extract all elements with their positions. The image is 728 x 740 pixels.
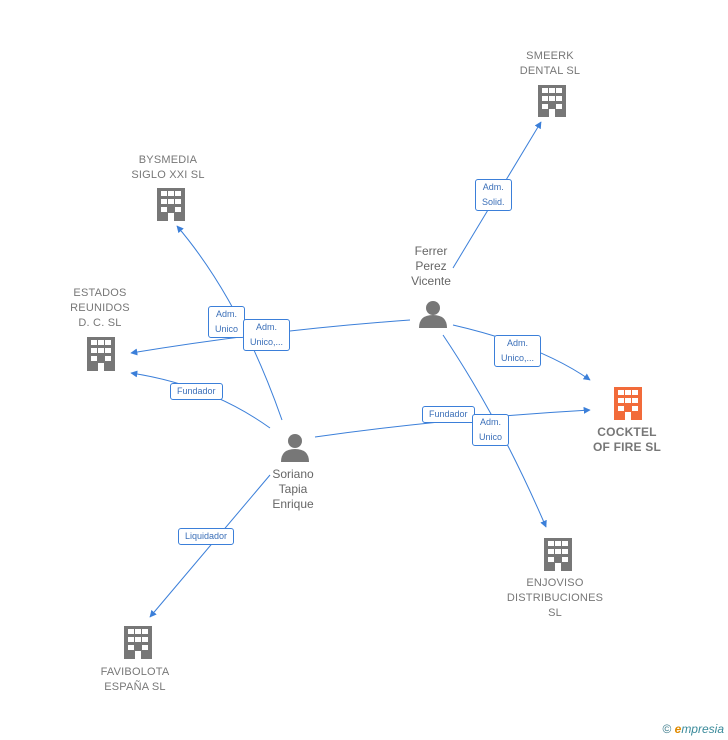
node-label-soriano[interactable]: Soriano Tapia Enrique bbox=[272, 467, 314, 511]
building-icon bbox=[157, 188, 185, 221]
node-label-bysmedia[interactable]: BYSMEDIA SIGLO XXI SL bbox=[131, 154, 205, 181]
footer-brand[interactable]: © empresia bbox=[662, 722, 724, 736]
person-icon bbox=[281, 434, 309, 462]
edge-label-ferrer-estados: Adm. Unico,... bbox=[243, 319, 291, 351]
edge-soriano-favibolota bbox=[149, 474, 271, 618]
edge-label-ferrer-smeerk: Adm. Solid. bbox=[475, 179, 512, 211]
edge-label-ferrer-enjoviso: Adm. Unico bbox=[472, 414, 510, 446]
edge-label-ferrer-cocktel: Adm. Unico,... bbox=[494, 335, 542, 367]
person-icon bbox=[419, 301, 447, 328]
building-icon bbox=[87, 337, 115, 371]
building-icon bbox=[124, 626, 152, 659]
brand-name: mpresia bbox=[681, 722, 724, 736]
node-label-ferrer[interactable]: Ferrer Perez Vicente bbox=[411, 244, 451, 288]
building-icon-highlight bbox=[614, 387, 642, 420]
edge-soriano-estados bbox=[130, 370, 271, 429]
brand-initial: e bbox=[674, 722, 682, 736]
copyright-icon: © bbox=[662, 722, 672, 736]
edge-label-soriano-estados: Fundador bbox=[170, 383, 223, 400]
edge-label-soriano-favibolota: Liquidador bbox=[178, 528, 235, 545]
edge-label-soriano-bysmedia: Adm. Unico bbox=[208, 306, 246, 338]
node-label-enjoviso[interactable]: ENJOVISO DISTRIBUCIONES SL bbox=[506, 577, 604, 619]
node-label-cocktel[interactable]: COCKTEL OF FIRE SL bbox=[593, 425, 661, 454]
building-icon bbox=[538, 85, 566, 117]
building-icon bbox=[544, 538, 572, 571]
node-label-favibolota[interactable]: FAVIBOLOTA ESPAÑA SL bbox=[100, 666, 170, 693]
node-label-smeerk[interactable]: SMEERK DENTAL SL bbox=[519, 50, 581, 77]
edge-label-soriano-cocktel: Fundador bbox=[422, 406, 475, 423]
node-label-estados[interactable]: ESTADOS REUNIDOS D. C. SL bbox=[70, 287, 130, 329]
